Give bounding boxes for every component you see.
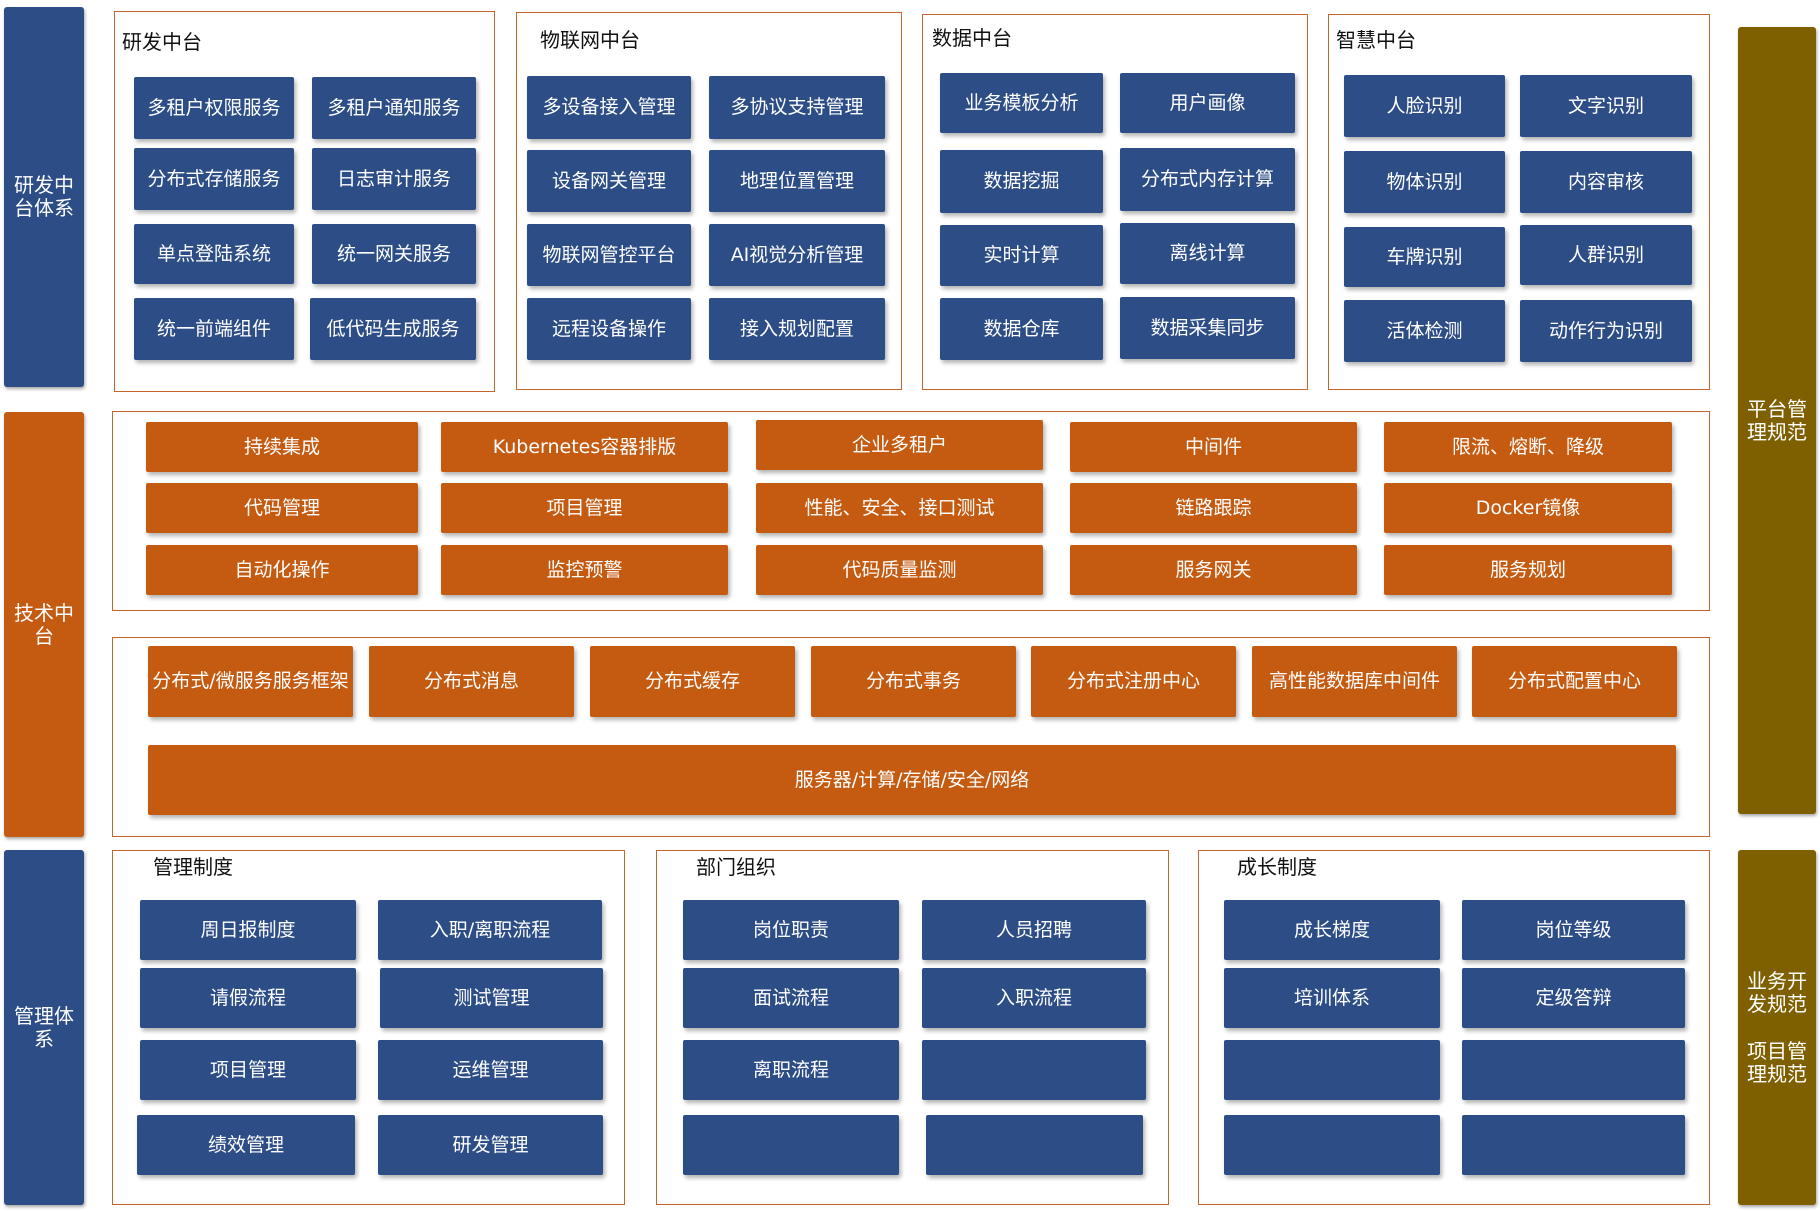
distributed-component: 分布式/微服务服务框架 xyxy=(148,646,353,717)
distributed-component: 分布式配置中心 xyxy=(1472,646,1677,717)
dev-platform-item: 分布式存储服务 xyxy=(134,148,294,210)
dept-org-item: 入职流程 xyxy=(922,968,1146,1028)
tech-service-item: 监控预警 xyxy=(441,545,728,595)
dept-org-item: 岗位职责 xyxy=(683,900,899,960)
growth-system-item: 岗位等级 xyxy=(1462,900,1685,960)
growth-system-item-empty xyxy=(1462,1115,1685,1175)
mgmt-system-label: 管理体系 xyxy=(14,1003,74,1051)
infrastructure-bar: 服务器/计算/存储/安全/网络 xyxy=(148,745,1676,815)
data-platform-item: 离线计算 xyxy=(1120,223,1295,284)
data-platform-item: 数据采集同步 xyxy=(1120,297,1295,359)
data-platform-item: 数据仓库 xyxy=(940,298,1103,360)
tech-service-item: 性能、安全、接口测试 xyxy=(756,483,1043,533)
iot-platform-title: 物联网中台 xyxy=(540,28,640,52)
platform-norms-label: 平台管理规范 xyxy=(1747,396,1807,444)
mgmt-system-item: 入职/离职流程 xyxy=(378,900,602,960)
tech-service-item: 持续集成 xyxy=(146,422,418,472)
mgmt-system-item: 运维管理 xyxy=(378,1040,603,1100)
growth-system-title: 成长制度 xyxy=(1237,855,1317,879)
dept-org-item: 离职流程 xyxy=(683,1040,899,1100)
dept-org-title: 部门组织 xyxy=(696,855,776,879)
mgmt-system-item: 项目管理 xyxy=(140,1040,356,1100)
tech-service-item: 自动化操作 xyxy=(146,545,418,595)
tech-platform-label: 技术中台 xyxy=(14,600,74,648)
iot-platform-item: 设备网关管理 xyxy=(527,150,691,212)
ai-platform-item: 物体识别 xyxy=(1344,151,1505,213)
dev-platform-item: 多租户通知服务 xyxy=(312,77,476,139)
biz-dev-norms-label: 业务开发规范 xyxy=(1747,968,1807,1016)
dev-project-norms-bar: 业务开发规范 项目管理规范 xyxy=(1738,850,1816,1205)
iot-platform-item: 物联网管控平台 xyxy=(527,224,691,286)
mgmt-system-item: 研发管理 xyxy=(378,1115,603,1175)
tech-service-item: 限流、熔断、降级 xyxy=(1384,422,1672,472)
dev-platform-title: 研发中台 xyxy=(122,30,202,54)
distributed-component: 高性能数据库中间件 xyxy=(1252,646,1457,717)
growth-system-item: 定级答辩 xyxy=(1462,968,1685,1028)
tech-platform-bar: 技术中台 xyxy=(4,412,84,837)
iot-platform-item: 接入规划配置 xyxy=(709,298,885,360)
mgmt-system-item: 请假流程 xyxy=(140,968,356,1028)
rd-system-label: 研发中台体系 xyxy=(14,173,74,220)
mgmt-system-item: 测试管理 xyxy=(380,968,603,1028)
tech-service-item: 服务网关 xyxy=(1070,545,1357,595)
dev-platform-item: 多租户权限服务 xyxy=(134,77,294,139)
mgmt-system-bar: 管理体系 xyxy=(4,850,84,1205)
dev-platform-item: 单点登陆系统 xyxy=(134,224,294,284)
dept-org-item-empty xyxy=(683,1115,899,1175)
distributed-component: 分布式消息 xyxy=(369,646,574,717)
growth-system-item-empty xyxy=(1462,1040,1685,1100)
data-platform-item: 用户画像 xyxy=(1120,73,1295,133)
growth-system-item-empty xyxy=(1224,1040,1440,1100)
tech-service-item: 项目管理 xyxy=(441,483,728,533)
dept-org-item: 人员招聘 xyxy=(922,900,1146,960)
data-platform-item: 实时计算 xyxy=(940,225,1103,286)
distributed-component: 分布式缓存 xyxy=(590,646,795,717)
tech-service-item: Docker镜像 xyxy=(1384,483,1672,533)
tech-service-item: 代码管理 xyxy=(146,483,418,533)
iot-platform-item: 多设备接入管理 xyxy=(527,76,691,139)
tech-service-item: 中间件 xyxy=(1070,422,1357,472)
data-platform-title: 数据中台 xyxy=(932,26,1012,50)
data-platform-item: 业务模板分析 xyxy=(940,73,1103,133)
rd-system-bar: 研发中台体系 xyxy=(4,7,84,387)
tech-service-item: 代码质量监测 xyxy=(756,545,1043,595)
tech-service-item: 链路跟踪 xyxy=(1070,483,1357,533)
data-platform-item: 分布式内存计算 xyxy=(1120,148,1295,211)
iot-platform-item: 远程设备操作 xyxy=(527,298,691,360)
dev-platform-item: 统一网关服务 xyxy=(312,224,476,284)
ai-platform-item: 活体检测 xyxy=(1344,300,1505,362)
ai-platform-title: 智慧中台 xyxy=(1336,28,1416,52)
data-platform-item: 数据挖掘 xyxy=(940,150,1103,213)
ai-platform-item: 动作行为识别 xyxy=(1520,300,1692,362)
iot-platform-item: AI视觉分析管理 xyxy=(709,224,885,286)
dept-org-item-empty xyxy=(922,1040,1146,1100)
dept-org-item: 面试流程 xyxy=(683,968,899,1028)
growth-system-item: 培训体系 xyxy=(1224,968,1440,1028)
mgmt-system-item: 绩效管理 xyxy=(137,1115,355,1175)
ai-platform-item: 车牌识别 xyxy=(1344,227,1505,287)
growth-system-item: 成长梯度 xyxy=(1224,900,1440,960)
platform-norms-bar: 平台管理规范 xyxy=(1738,27,1816,814)
dev-platform-item: 低代码生成服务 xyxy=(310,298,476,360)
ai-platform-item: 文字识别 xyxy=(1520,75,1692,137)
mgmt-system-title: 管理制度 xyxy=(153,855,233,879)
ai-platform-item: 人群识别 xyxy=(1520,225,1692,285)
dev-platform-item: 日志审计服务 xyxy=(312,148,476,210)
dev-platform-item: 统一前端组件 xyxy=(134,298,294,360)
tech-service-item: Kubernetes容器排版 xyxy=(441,422,728,472)
distributed-component: 分布式注册中心 xyxy=(1031,646,1236,717)
project-mgmt-norms-label: 项目管理规范 xyxy=(1747,1038,1807,1086)
ai-platform-item: 人脸识别 xyxy=(1344,75,1505,137)
mgmt-system-item: 周日报制度 xyxy=(140,900,356,960)
tech-service-item: 服务规划 xyxy=(1384,545,1672,595)
distributed-component: 分布式事务 xyxy=(811,646,1016,717)
dept-org-item-empty xyxy=(926,1115,1143,1175)
growth-system-item-empty xyxy=(1224,1115,1440,1175)
iot-platform-item: 地理位置管理 xyxy=(709,150,885,212)
iot-platform-item: 多协议支持管理 xyxy=(709,76,885,139)
tech-service-item: 企业多租户 xyxy=(756,420,1043,470)
ai-platform-item: 内容审核 xyxy=(1520,151,1692,213)
